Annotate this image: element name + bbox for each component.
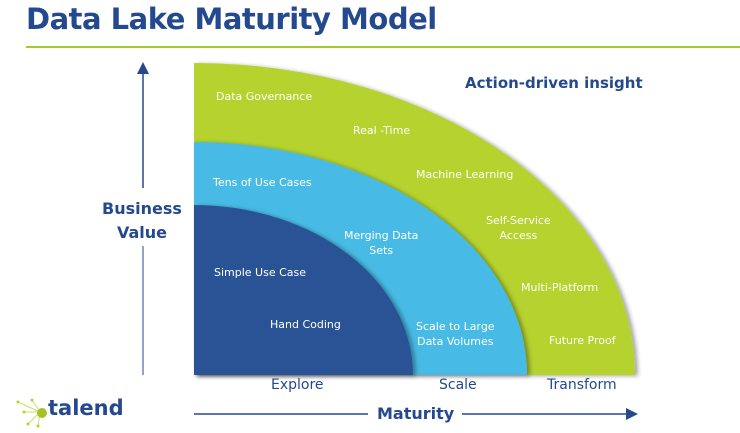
- label-future-proof: Future Proof: [549, 334, 616, 347]
- page-title: Data Lake Maturity Model: [26, 2, 437, 36]
- explore-band: [194, 205, 413, 375]
- label-tens-of-use-cases: Tens of Use Cases: [213, 176, 312, 189]
- label-self-service-line1: Self-Service: [486, 214, 551, 227]
- talend-logo-text: talend: [48, 396, 124, 420]
- label-self-service-access: Self-Service Access: [486, 213, 551, 243]
- stage-label-explore: Explore: [271, 377, 324, 393]
- y-axis-label-line2: Value: [116, 223, 168, 242]
- label-merging-line1: Merging Data: [344, 229, 419, 242]
- stage-label-transform: Transform: [547, 377, 617, 393]
- label-merging-line2: Sets: [369, 244, 394, 257]
- label-merging-data-sets: Merging Data Sets: [344, 228, 418, 258]
- stage-label-scale: Scale: [439, 377, 477, 393]
- corner-heading: Action-driven insight: [465, 74, 643, 92]
- label-scale-line2: Data Volumes: [417, 335, 494, 348]
- label-scale-large-volumes: Scale to Large Data Volumes: [416, 319, 495, 349]
- label-real-time: Real -Time: [353, 124, 411, 137]
- label-scale-line1: Scale to Large: [416, 320, 495, 333]
- label-data-governance: Data Governance: [216, 90, 313, 103]
- label-hand-coding: Hand Coding: [270, 318, 341, 331]
- label-self-service-line2: Access: [499, 229, 538, 242]
- title-divider: [26, 46, 740, 48]
- y-axis-label: Business Value: [97, 197, 187, 245]
- y-axis-label-line1: Business: [102, 199, 182, 218]
- label-multi-platform: Multi-Platform: [521, 281, 599, 294]
- label-machine-learning: Machine Learning: [416, 168, 514, 181]
- talend-logo-icon: [16, 398, 47, 428]
- x-axis-label: Maturity: [377, 404, 455, 423]
- label-simple-use-case: Simple Use Case: [214, 266, 307, 279]
